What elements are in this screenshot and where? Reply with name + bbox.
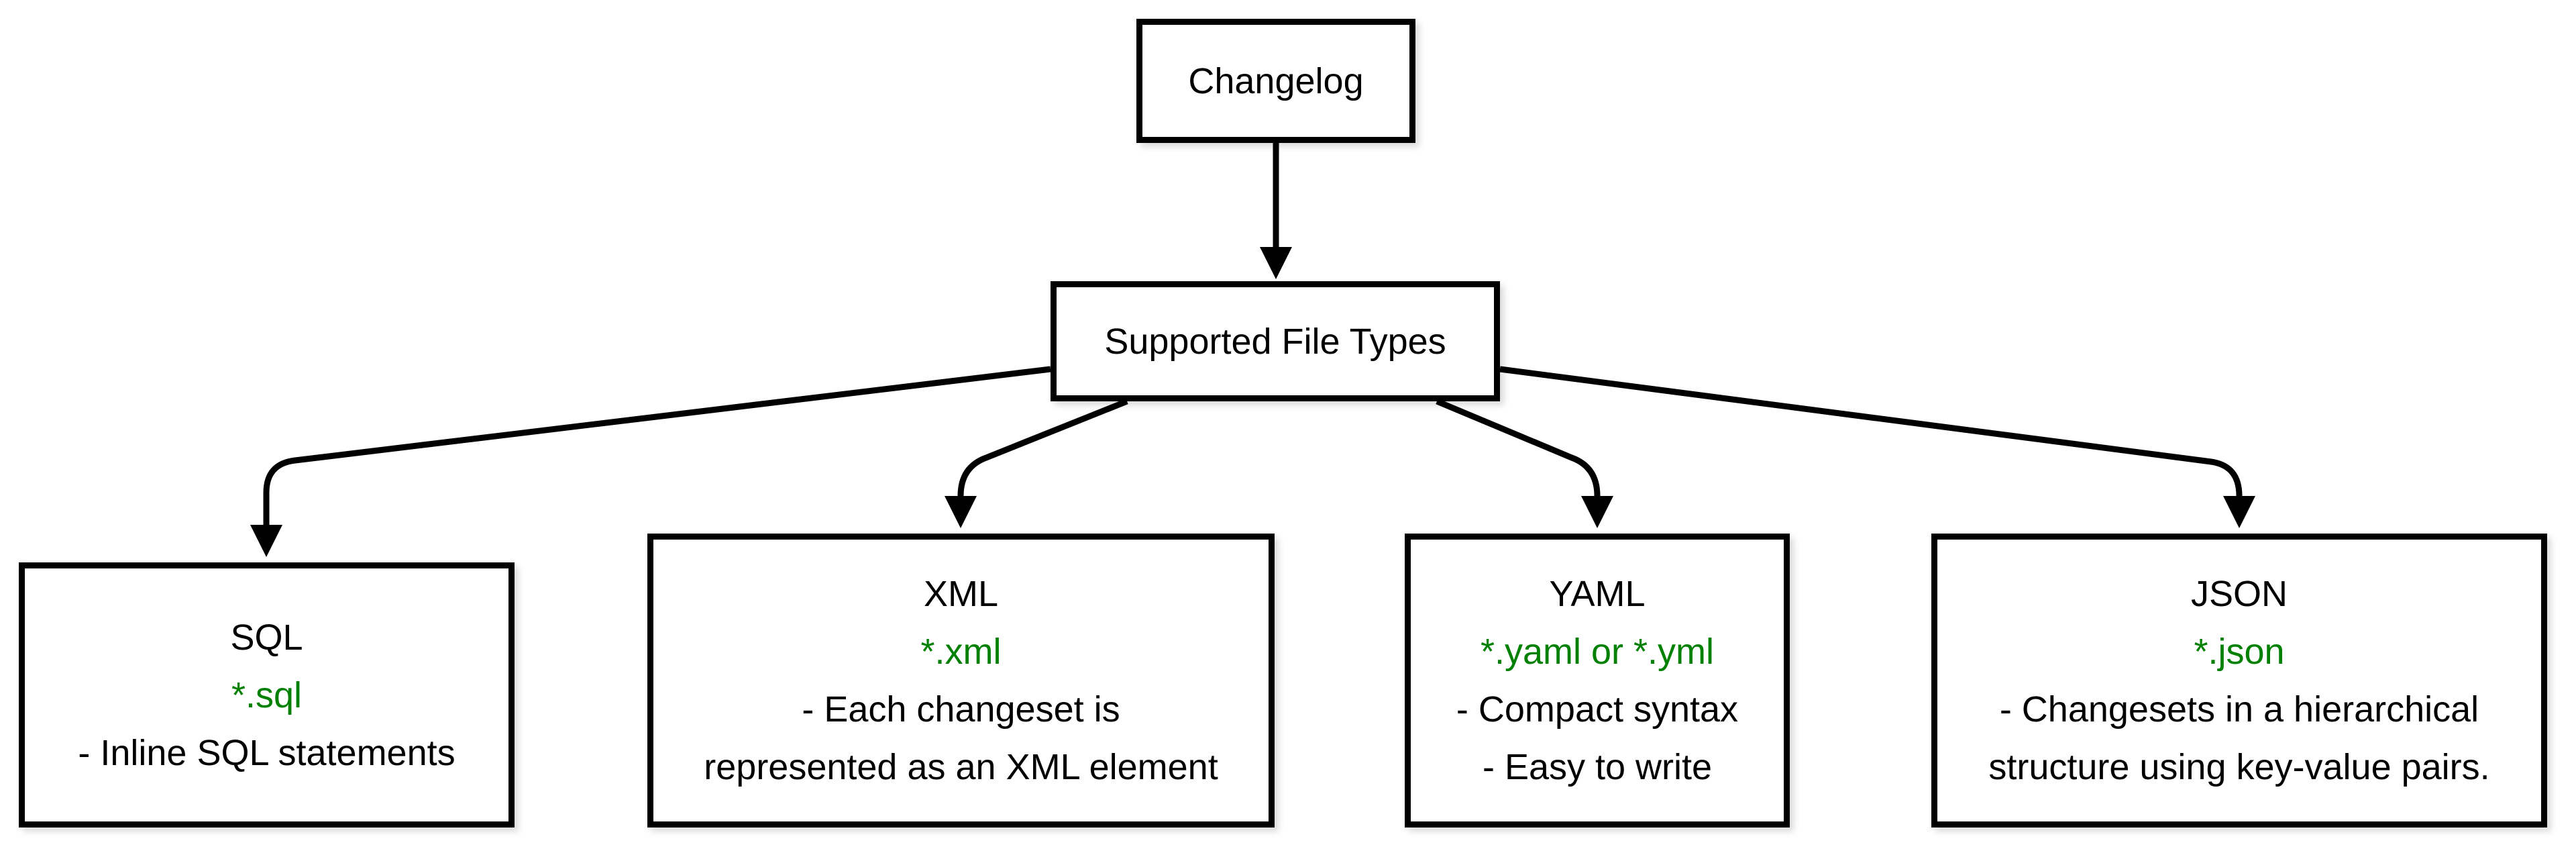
note-line: structure using key-value pairs.: [1988, 747, 2490, 787]
note-line: - Each changeset is: [802, 689, 1120, 730]
note-line: - Compact syntax: [1456, 689, 1739, 730]
edge-hub-to-xml-arrowhead: [945, 496, 977, 528]
node-title: SQL: [230, 617, 303, 658]
note-line: represented as an XML element: [704, 747, 1218, 787]
edge-hub-to-yaml-arrowhead: [1581, 496, 1613, 528]
supported-file-types-label: Supported File Types: [1104, 321, 1446, 362]
note-line: - Easy to write: [1482, 747, 1713, 787]
changelog-node-label: Changelog: [1188, 60, 1364, 101]
file-type-node-yaml: YAML *.yaml or *.yml - Compact syntax - …: [1405, 534, 1790, 827]
file-type-node-sql: SQL *.sql - Inline SQL statements: [19, 562, 515, 827]
file-pattern: *.sql: [231, 674, 303, 715]
file-type-node-xml: XML *.xml - Each changeset is represente…: [647, 534, 1275, 827]
file-pattern: *.json: [2194, 632, 2285, 672]
edge-hub-to-yaml-line: [1436, 398, 1601, 497]
edge-hub-to-xml-line: [957, 398, 1128, 497]
node-title: JSON: [2190, 574, 2288, 614]
file-type-node-json: JSON *.json - Changesets in a hierarchic…: [1931, 534, 2547, 827]
edge-hub-to-json-arrowhead: [2223, 496, 2255, 528]
note-line: - Inline SQL statements: [78, 732, 455, 773]
edge-changelog-to-hub-arrowhead: [1260, 247, 1292, 279]
edge-hub-to-sql-line: [263, 366, 1051, 525]
edge-hub-to-sql-arrowhead: [250, 525, 282, 557]
node-title: XML: [923, 574, 999, 614]
supported-file-types-node: Supported File Types: [1051, 281, 1500, 401]
node-title: YAML: [1549, 574, 1646, 614]
note-line: - Changesets in a hierarchical: [1999, 689, 2479, 730]
edge-hub-to-json-line: [1499, 366, 2243, 497]
changelog-node: Changelog: [1136, 19, 1415, 143]
file-pattern: *.yaml or *.yml: [1480, 632, 1715, 672]
file-pattern: *.xml: [920, 632, 1002, 672]
